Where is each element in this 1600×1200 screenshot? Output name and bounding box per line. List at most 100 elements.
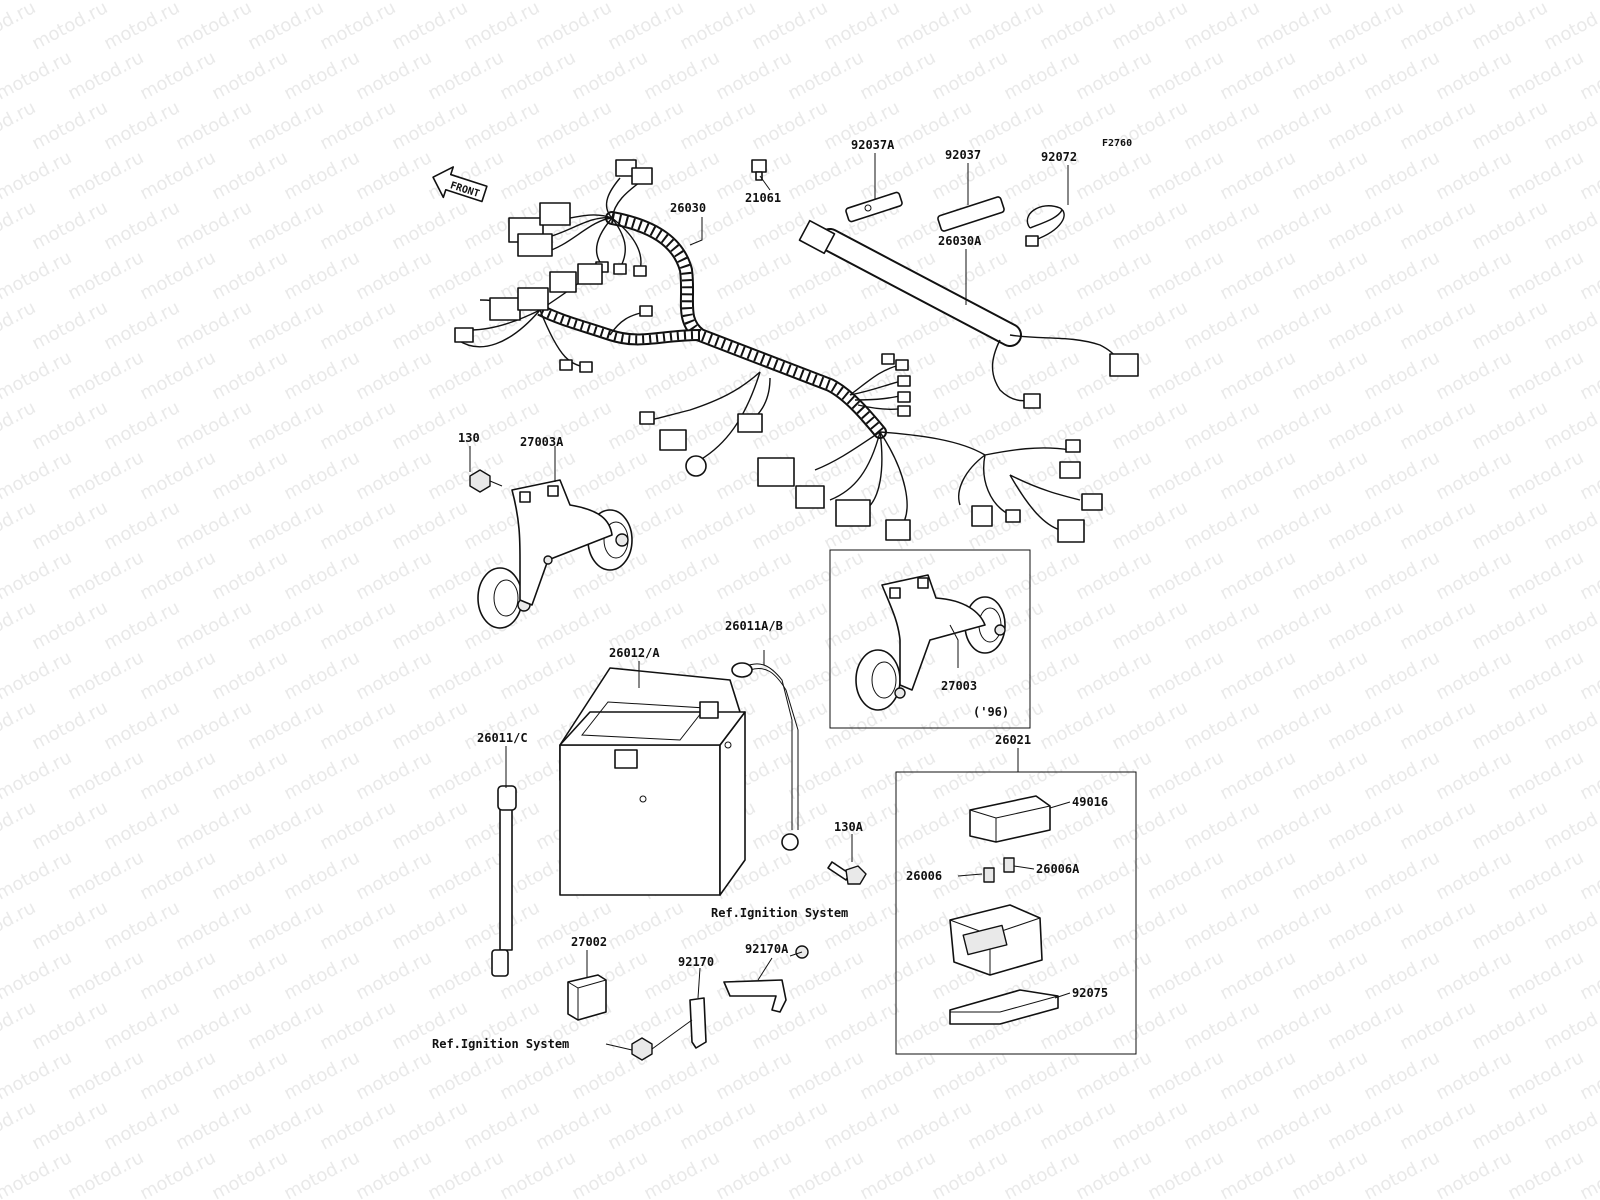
- connector-icon: [1057, 519, 1085, 543]
- watermark-text: motod.ru: [352, 847, 435, 904]
- connector-icon: [639, 305, 653, 317]
- watermark-text: motod.ru: [748, 1097, 831, 1154]
- watermark-text: motod.ru: [1396, 1097, 1479, 1154]
- watermark-text: motod.ru: [1540, 0, 1600, 54]
- watermark-text: motod.ru: [1432, 247, 1515, 304]
- watermark-text: motod.ru: [1252, 497, 1335, 554]
- watermark-text: motod.ru: [244, 397, 327, 454]
- watermark-text: motod.ru: [1468, 297, 1551, 354]
- watermark-text: motod.ru: [784, 1047, 867, 1104]
- watermark-text: motod.ru: [1216, 247, 1299, 304]
- watermark-text: motod.ru: [424, 1147, 507, 1200]
- watermark-text: motod.ru: [1468, 597, 1551, 654]
- watermark-text: motod.ru: [676, 97, 759, 154]
- watermark-text: motod.ru: [1504, 247, 1587, 304]
- label-26011C: 26011/C: [477, 731, 528, 745]
- watermark-text: motod.ru: [388, 797, 471, 854]
- watermark-text: motod.ru: [1540, 697, 1600, 754]
- watermark-text: motod.ru: [928, 647, 1011, 704]
- connector-icon: [633, 265, 647, 277]
- watermark-text: motod.ru: [1252, 197, 1335, 254]
- bracket-92170: [631, 997, 707, 1061]
- watermark-text: motod.ru: [1144, 247, 1227, 304]
- watermark-text: motod.ru: [1324, 897, 1407, 954]
- watermark-text: motod.ru: [1144, 747, 1227, 804]
- watermark-text: motod.ru: [28, 497, 111, 554]
- watermark-text: motod.ru: [1504, 47, 1587, 104]
- watermark-text: motod.ru: [820, 1097, 903, 1154]
- fuse-icon: [983, 867, 995, 883]
- leader-lines: [469, 153, 1071, 1051]
- watermark-text: motod.ru: [784, 647, 867, 704]
- watermark-text: motod.ru: [1324, 397, 1407, 454]
- watermark-text: motod.ru: [1324, 1097, 1407, 1154]
- connector-icon: [1081, 493, 1103, 511]
- watermark-text: motod.ru: [1108, 0, 1191, 54]
- watermark-text: motod.ru: [1000, 747, 1083, 804]
- watermark-text: motod.ru: [136, 147, 219, 204]
- watermark-text: motod.ru: [1396, 0, 1479, 54]
- front-arrow-icon: FRONT: [432, 166, 488, 203]
- label-27003: 27003: [941, 679, 977, 693]
- watermark-text: motod.ru: [64, 547, 147, 604]
- watermark-text: motod.ru: [1180, 197, 1263, 254]
- inset-year-label: ('96): [973, 705, 1009, 719]
- watermark-text: motod.ru: [784, 147, 867, 204]
- watermark-text: motod.ru: [496, 947, 579, 1004]
- watermark-text: motod.ru: [1396, 97, 1479, 154]
- watermark-text: motod.ru: [496, 647, 579, 704]
- watermark-text: motod.ru: [1324, 97, 1407, 154]
- watermark-text: motod.ru: [136, 847, 219, 904]
- watermark-text: motod.ru: [1180, 297, 1263, 354]
- watermark-text: motod.ru: [1072, 147, 1155, 204]
- connector-icon: [897, 391, 911, 403]
- watermark-text: motod.ru: [892, 0, 975, 54]
- watermark-text: motod.ru: [1288, 147, 1371, 204]
- watermark-text: motod.ru: [64, 147, 147, 204]
- watermark-text: motod.ru: [1432, 447, 1515, 504]
- fuse-slot-icon: [962, 924, 1008, 956]
- watermark-text: motod.ru: [676, 497, 759, 554]
- label-26006A: 26006A: [1036, 862, 1080, 876]
- watermark-text: motod.ru: [280, 947, 363, 1004]
- watermark-text: motod.ru: [172, 797, 255, 854]
- watermark-text: motod.ru: [136, 347, 219, 404]
- watermark-text: motod.ru: [712, 47, 795, 104]
- watermark-text: motod.ru: [1000, 0, 1083, 4]
- watermark-text: motod.ru: [1180, 797, 1263, 854]
- watermark-text: motod.ru: [316, 497, 399, 554]
- watermark-text: motod.ru: [1396, 597, 1479, 654]
- watermark-text: motod.ru: [712, 247, 795, 304]
- label-92075: 92075: [1072, 986, 1108, 1000]
- watermark-text: motod.ru: [640, 147, 723, 204]
- watermark-text: motod.ru: [28, 0, 111, 54]
- connector-icon: [1059, 461, 1081, 479]
- watermark-text: motod.ru: [1180, 1097, 1263, 1154]
- watermark-text: motod.ru: [1252, 0, 1335, 54]
- watermark-text: motod.ru: [1108, 697, 1191, 754]
- watermark-text: motod.ru: [1540, 197, 1600, 254]
- watermark-text: motod.ru: [172, 97, 255, 154]
- label-27002: 27002: [571, 935, 607, 949]
- watermark-text: motod.ru: [640, 1047, 723, 1104]
- watermark-text: motod.ru: [1432, 947, 1515, 1004]
- watermark-text: motod.ru: [0, 747, 75, 804]
- watermark-text: motod.ru: [712, 1047, 795, 1104]
- watermark-text: motod.ru: [172, 1097, 255, 1154]
- watermark-text: motod.ru: [172, 397, 255, 454]
- watermark-text: motod.ru: [1180, 0, 1263, 54]
- watermark-text: motod.ru: [532, 597, 615, 654]
- watermark-text: motod.ru: [1468, 497, 1551, 554]
- watermark-text: motod.ru: [244, 197, 327, 254]
- connector-icon: [613, 263, 627, 275]
- watermark-text: motod.ru: [0, 1147, 75, 1200]
- watermark-text: motod.ru: [208, 47, 291, 104]
- watermark-text: motod.ru: [0, 47, 75, 104]
- battery-terminal-icon: [614, 749, 638, 769]
- watermark-text: motod.ru: [136, 547, 219, 604]
- watermark-text: motod.ru: [856, 47, 939, 104]
- connector-icon: [639, 411, 655, 425]
- watermark-text: motod.ru: [1468, 997, 1551, 1054]
- watermark-text: motod.ru: [1540, 297, 1600, 354]
- label-92072: 92072: [1041, 150, 1077, 164]
